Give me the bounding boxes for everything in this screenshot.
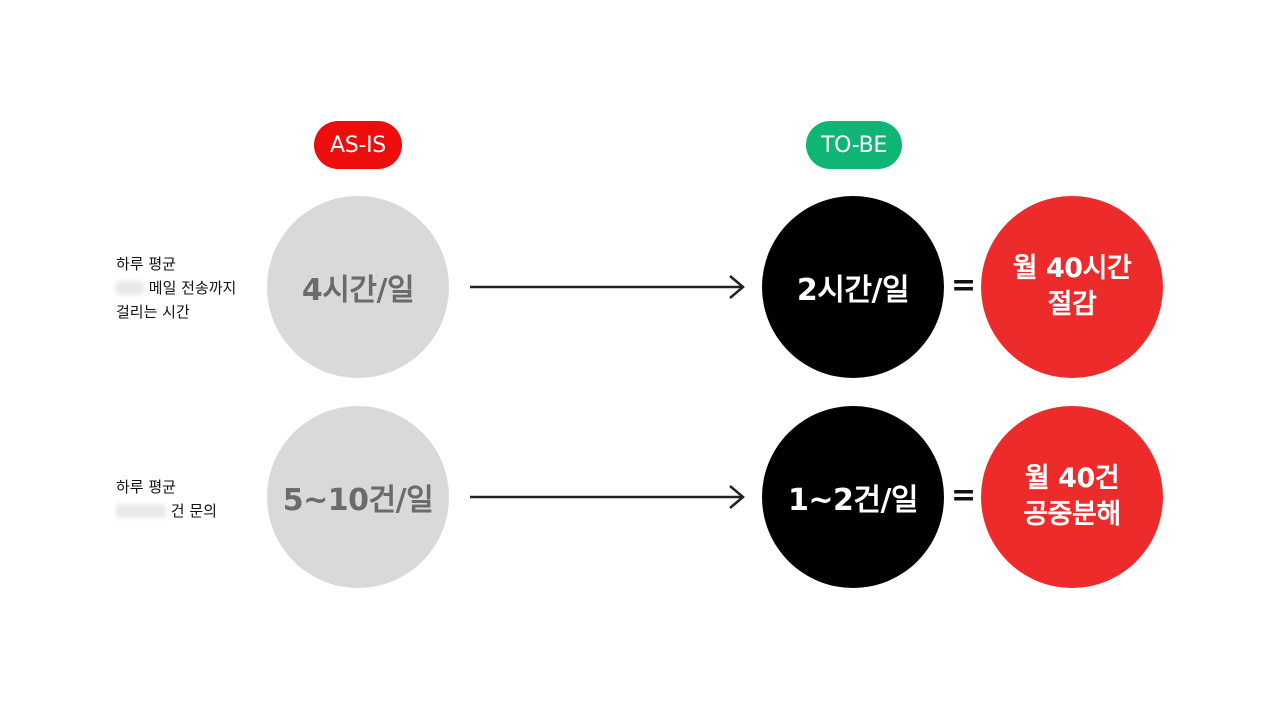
redacted-text bbox=[116, 504, 166, 518]
row-1-as-is-value: 4시간/일 bbox=[301, 273, 415, 308]
row-2-to-be-value: 1~2건/일 bbox=[787, 483, 919, 518]
redacted-text bbox=[116, 281, 144, 295]
row-1-label-line-2: 메일 전송까지 bbox=[116, 276, 236, 300]
row-2-equals-sign: = bbox=[951, 478, 977, 513]
row-1-equals-sign: = bbox=[951, 268, 977, 303]
row-1-to-be-value: 2시간/일 bbox=[796, 273, 910, 308]
row-1-label: 하루 평균 메일 전송까지 걸리는 시간 bbox=[116, 252, 236, 324]
row-2-result-line-1: 월 40건 bbox=[1024, 463, 1120, 494]
row-2-as-is-circle: 5~10건/일 bbox=[267, 406, 449, 588]
to-be-badge: TO-BE bbox=[806, 121, 902, 169]
row-2-label-line-1: 하루 평균 bbox=[116, 478, 176, 496]
row-2-as-is-value: 5~10건/일 bbox=[282, 483, 434, 518]
row-1-label-line-1: 하루 평균 bbox=[116, 255, 176, 273]
row-1-result-line-2: 절감 bbox=[1047, 289, 1097, 320]
row-1-arrow-icon bbox=[470, 275, 745, 299]
row-1-result-circle: 월 40시간 절감 bbox=[981, 196, 1163, 378]
row-1-to-be-circle: 2시간/일 bbox=[762, 196, 944, 378]
row-2-arrow-icon bbox=[470, 485, 745, 509]
row-2-label-line-2-text: 건 문의 bbox=[170, 502, 217, 520]
row-1-label-line-2-text: 메일 전송까지 bbox=[148, 279, 237, 297]
row-1-result-line-1: 월 40시간 bbox=[1012, 253, 1132, 284]
row-2-result-circle: 월 40건 공중분해 bbox=[981, 406, 1163, 588]
row-2-label-line-2: 건 문의 bbox=[116, 499, 217, 523]
row-1-label-line-3: 걸리는 시간 bbox=[116, 303, 190, 321]
row-2-label: 하루 평균 건 문의 bbox=[116, 475, 217, 523]
row-1-as-is-circle: 4시간/일 bbox=[267, 196, 449, 378]
row-2-result-line-2: 공중분해 bbox=[1023, 499, 1121, 530]
as-is-badge: AS-IS bbox=[314, 121, 402, 169]
row-2-to-be-circle: 1~2건/일 bbox=[762, 406, 944, 588]
